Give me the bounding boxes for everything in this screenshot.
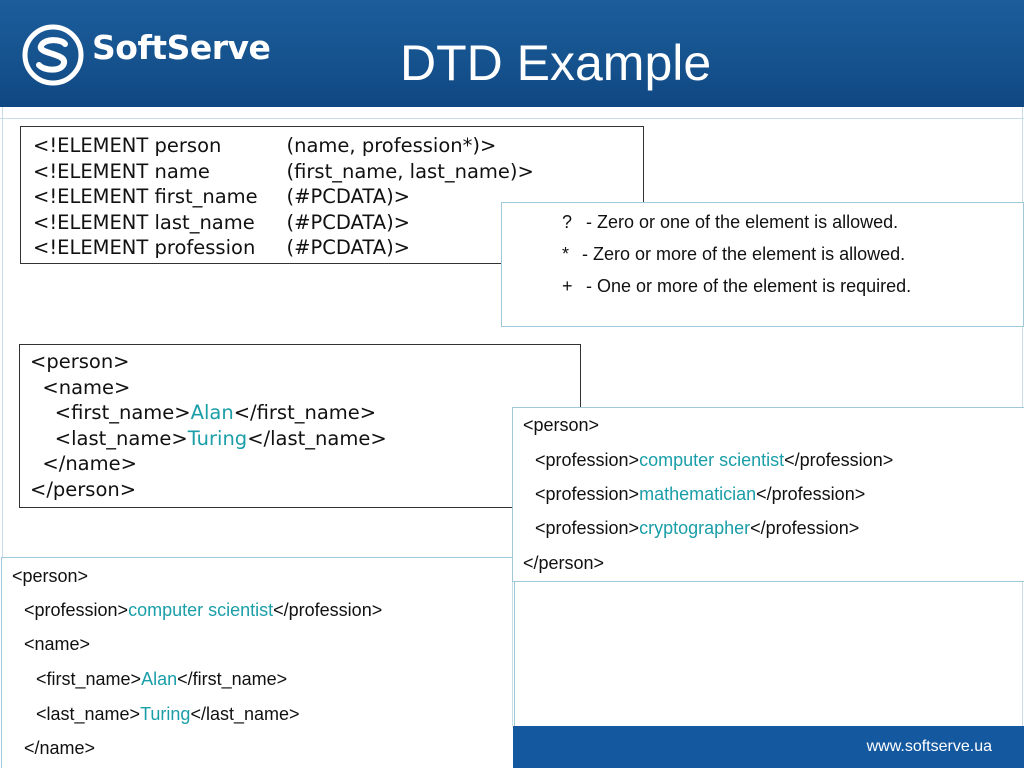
footer-url-link[interactable]: www.softserve.ua: [866, 738, 992, 755]
xml-line: <person>: [12, 566, 89, 586]
xml-line: <last_name>Turing</last_name>: [54, 426, 387, 450]
footer-bar: www.softserve.ua: [513, 726, 1024, 768]
legend-item: ?- Zero or one of the element is allowed…: [562, 212, 899, 232]
xml-line: </person>: [30, 477, 137, 501]
xml-line: </name>: [24, 738, 96, 758]
legend-item: +- One or more of the element is require…: [562, 276, 912, 296]
brand-name: SoftServe: [92, 28, 271, 67]
page-title: DTD Example: [400, 35, 712, 91]
xml-line: </name>: [42, 452, 137, 476]
dtd-line: <!ELEMENT first_name(#PCDATA)>: [33, 185, 411, 209]
xml-line: </person>: [523, 553, 605, 573]
dtd-line: <!ELEMENT profession(#PCDATA)>: [33, 236, 411, 260]
occurrence-legend-box: ?- Zero or one of the element is allowed…: [501, 202, 1024, 327]
xml-example-profession-box: <person> <profession>computer scientist<…: [512, 407, 1024, 582]
xml-line: <profession>computer scientist</professi…: [535, 450, 894, 470]
legend-item: *- Zero or more of the element is allowe…: [562, 244, 906, 264]
xml-line: <last_name>Turing</last_name>: [36, 704, 300, 724]
header-bar: SoftServe DTD Example: [0, 0, 1024, 107]
xml-example-name-box: <person> <name> <first_name>Alan</first_…: [19, 344, 581, 508]
dtd-line: <!ELEMENT person(name, profession*)>: [33, 134, 497, 157]
divider-line: [0, 118, 1024, 119]
xml-line: <profession>mathematician</profession>: [535, 484, 866, 504]
divider-line: [2, 107, 3, 557]
divider-line: [512, 582, 513, 726]
xml-line: <name>: [42, 375, 131, 399]
xml-line: <profession>computer scientist</professi…: [24, 600, 383, 620]
softserve-logo-icon: [22, 24, 84, 86]
xml-line: <profession>cryptographer</profession>: [535, 518, 860, 538]
xml-line: <name>: [24, 634, 91, 654]
xml-line: <person>: [523, 415, 600, 435]
dtd-line: <!ELEMENT name(first_name, last_name)>: [33, 159, 534, 183]
xml-line: <first_name>Alan</first_name>: [36, 669, 288, 689]
xml-example-mixed-box: <person> <profession>computer scientist<…: [1, 557, 515, 768]
xml-line: <person>: [30, 350, 130, 373]
dtd-line: <!ELEMENT last_name(#PCDATA)>: [33, 210, 411, 234]
xml-line: <first_name>Alan</first_name>: [54, 401, 377, 425]
